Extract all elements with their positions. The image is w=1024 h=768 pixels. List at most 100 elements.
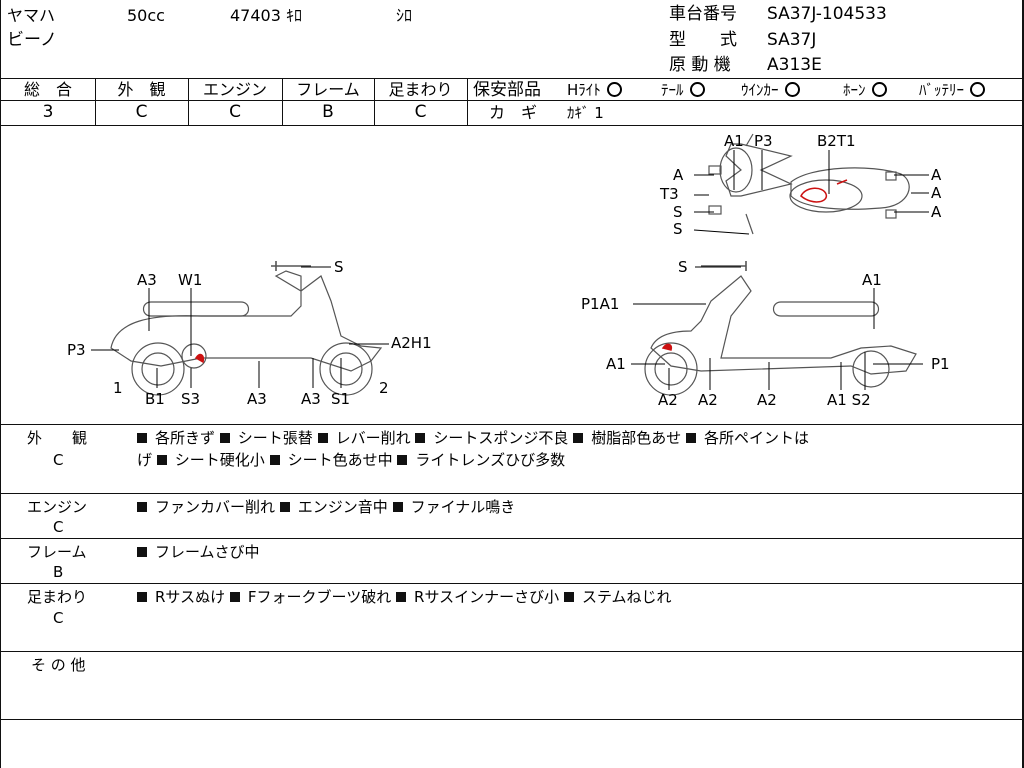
engine-model: A313E (767, 55, 822, 75)
label-left-a2h1: A2H1 (391, 334, 432, 352)
frame-comment-grade: B (53, 563, 64, 581)
bullet-icon (397, 455, 408, 465)
label-right-a2-2: A2 (698, 391, 718, 409)
label-left-w1: W1 (178, 271, 202, 289)
exterior-label: 外 観 (117, 80, 166, 99)
damage-mark-left (195, 353, 205, 364)
frame-comment-line: フレームさび中 (137, 541, 260, 563)
rule-other (1, 719, 1024, 720)
suspension-comment-label: 足まわり (27, 588, 88, 606)
status-circle-icon (784, 82, 800, 97)
label-left-1: 1 (113, 379, 123, 397)
engine-comment-grade: C (53, 518, 64, 536)
color: ｼﾛ (396, 6, 413, 25)
safety-winker-label: ｳｲﾝｶｰ (741, 81, 779, 99)
damage-mark-top (800, 187, 828, 203)
label-left-b1: B1 (145, 390, 165, 408)
col-rule-4 (374, 78, 375, 125)
suspension-comment-grade: C (53, 609, 64, 627)
label-right-a1: A1 (862, 271, 882, 289)
bullet-icon (685, 433, 696, 443)
rule-grades (1, 125, 1024, 126)
col-rule-3 (282, 78, 283, 125)
other-comment-label: そ の 他 (31, 656, 86, 674)
exterior-grade: C (135, 102, 148, 122)
exterior-comment-grade: C (53, 451, 64, 469)
rule-frame (1, 583, 1024, 584)
safety-winker: ｳｲﾝｶｰ (741, 80, 800, 100)
frame-no: SA37J-104533 (767, 4, 887, 24)
mileage: 47403 ｷﾛ (230, 6, 302, 25)
comment-item: ファイナル鳴き (410, 498, 516, 516)
safety-headlight-label: Hﾗｲﾄ (567, 81, 601, 99)
model-name: ビーノ (7, 30, 57, 50)
safety-headlight: Hﾗｲﾄ (567, 80, 622, 100)
comment-item: シート硬化小 (174, 451, 265, 469)
exterior-comment-line1: 各所きず シート張替 レバー削れ シートスポンジ不良 樹脂部色あせ 各所ペイント… (137, 427, 1017, 449)
rule-exterior (1, 493, 1024, 494)
label-left-2: 2 (379, 379, 389, 397)
label-right-p1: P1 (931, 355, 950, 373)
exterior-comment-line2: げ シート硬化小 シート色あせ中 ライトレンズひび多数 (137, 449, 565, 471)
bullet-icon (396, 592, 407, 602)
comment-item: レバー削れ (335, 429, 411, 447)
label-left-a3-bottom-2: A3 (301, 390, 321, 408)
key-value: ｶｷﾞ 1 (567, 104, 604, 122)
rule-suspension (1, 651, 1024, 652)
damage-diagram: A1 P3 B2T1 A T3 S S A A A S A3 W1 P3 A2H… (67, 132, 950, 409)
label-left-a3-bottom: A3 (247, 390, 267, 408)
comment-item: Fフォークブーツ破れ (247, 588, 392, 606)
type-value: SA37J (767, 30, 817, 50)
total-label: 総 合 (23, 80, 72, 99)
comment-item: ファンカバー削れ (155, 498, 276, 516)
label-left-s3: S3 (181, 390, 200, 408)
comment-item: ライトレンズひび多数 (415, 451, 566, 469)
safety-tail: ﾃｰﾙ (661, 80, 705, 100)
damage-mark-right (661, 343, 673, 351)
comment-item: フレームさび中 (155, 543, 260, 561)
rule-safety (467, 100, 1024, 101)
comment-item: エンジン音中 (297, 498, 388, 516)
engine-model-label: 原 動 機 (669, 55, 731, 75)
engine-comment-line: ファンカバー削れ エンジン音中 ファイナル鳴き (137, 496, 515, 518)
bullet-icon (137, 547, 147, 557)
col-rule-1 (95, 78, 96, 125)
label-left-s: S (334, 258, 344, 276)
label-top-a-right-3: A (931, 203, 942, 221)
scooter-left-view (110, 261, 383, 396)
label-left-a3: A3 (137, 271, 157, 289)
engine-label: エンジン (202, 80, 267, 99)
frame-label: フレーム (296, 80, 360, 99)
comment-item: 各所ペイントは (703, 429, 809, 447)
rule-diagram (1, 424, 1024, 425)
status-circle-icon (970, 82, 986, 97)
label-top-a-right-1: A (931, 166, 942, 184)
engine-comment-label: エンジン (27, 498, 88, 516)
suspension-comment-line: Rサスぬけ Fフォークブーツ破れ Rサスインナーさび小 ステムねじれ (137, 586, 672, 608)
label-top-a1: A1 (724, 132, 744, 150)
safety-horn-label: ﾎｰﾝ (843, 81, 866, 99)
bullet-icon (229, 592, 240, 602)
comment-item: シート色あせ中 (287, 451, 393, 469)
comment-item: Rサスインナーさび小 (414, 588, 560, 606)
bullet-icon (573, 433, 584, 443)
label-right-p1a1: P1A1 (581, 295, 619, 313)
label-right-a2-3: A2 (757, 391, 777, 409)
bullet-icon (137, 592, 147, 602)
comment-item: 各所きず (155, 429, 216, 447)
engine-grade: C (229, 102, 241, 122)
key-label: カ ギ (489, 103, 538, 122)
suspension-label: 足まわり (388, 80, 453, 99)
status-circle-icon (871, 82, 887, 97)
label-right-a2-1: A2 (658, 391, 678, 409)
rule-header (1, 78, 1024, 79)
maker: ヤマハ (7, 6, 56, 25)
displacement: 50cc (127, 6, 165, 25)
col-rule-2 (188, 78, 189, 125)
bullet-icon (156, 455, 167, 465)
rule-engine (1, 538, 1024, 539)
label-top-s-left-2: S (673, 220, 683, 238)
bullet-icon (317, 433, 328, 443)
label-right-a1s2: A1 S2 (827, 391, 871, 409)
frame-comment-label: フレーム (27, 543, 87, 561)
